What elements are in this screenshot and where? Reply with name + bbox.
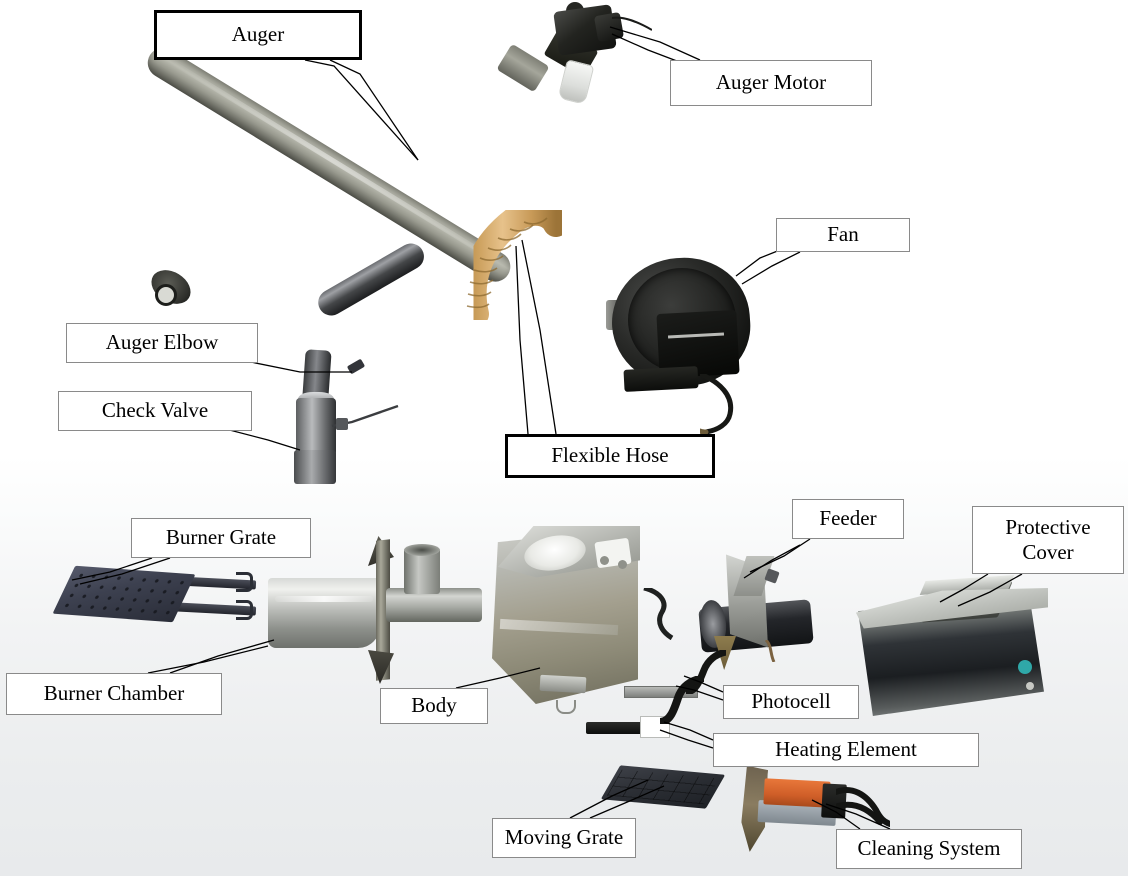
check-valve-bottom — [294, 450, 336, 484]
auger-collar — [496, 43, 550, 93]
auger-end-eyelet — [155, 284, 177, 306]
label-check-valve[interactable]: Check Valve — [58, 391, 252, 431]
heating-element-cable — [660, 676, 704, 724]
burner-grate-hook — [236, 572, 253, 592]
label-body[interactable]: Body — [380, 688, 488, 724]
label-auger-motor[interactable]: Auger Motor — [670, 60, 872, 106]
auger-elbow-lug — [346, 358, 366, 375]
auger-elbow-tube — [313, 238, 429, 321]
protective-cover-bolt — [1026, 682, 1034, 690]
auger-motor-wire — [612, 16, 652, 31]
flexible-hose-part — [460, 210, 562, 320]
label-feeder[interactable]: Feeder — [792, 499, 904, 539]
label-photocell[interactable]: Photocell — [723, 685, 859, 719]
label-auger[interactable]: Auger — [154, 10, 362, 60]
check-valve-body — [296, 398, 336, 456]
body-hook — [556, 700, 576, 714]
label-cleaning-system[interactable]: Cleaning System — [836, 829, 1022, 869]
body-bolt — [618, 560, 627, 569]
label-fan[interactable]: Fan — [776, 218, 910, 252]
burner-chamber-box — [268, 578, 380, 648]
label-auger-elbow[interactable]: Auger Elbow — [66, 323, 258, 363]
feeder-wire — [764, 640, 776, 662]
burner-grate-perforations — [58, 570, 190, 618]
feeder-bolt — [764, 568, 780, 584]
body-latch — [539, 674, 587, 694]
burner-chamber-stub-opening — [404, 544, 440, 556]
burner-chamber-fin-bottom — [368, 650, 394, 684]
label-flexible-hose[interactable]: Flexible Hose — [505, 434, 715, 478]
cleaning-system-cables — [836, 787, 890, 827]
heating-element-rod — [586, 722, 646, 734]
fan-cable — [700, 374, 734, 434]
cleaning-system-actuator — [763, 778, 831, 808]
body-spring-hose — [643, 588, 674, 640]
label-burner-grate[interactable]: Burner Grate — [131, 518, 311, 558]
check-valve-lever — [331, 404, 399, 430]
label-burner-chamber[interactable]: Burner Chamber — [6, 673, 222, 715]
body-bolt — [600, 556, 609, 565]
label-moving-grate[interactable]: Moving Grate — [492, 818, 636, 858]
label-heating-element[interactable]: Heating Element — [713, 733, 979, 767]
fan-mounting-foot — [623, 366, 699, 392]
burner-grate-hook — [236, 600, 253, 620]
protective-cover-grommet — [1018, 660, 1032, 674]
